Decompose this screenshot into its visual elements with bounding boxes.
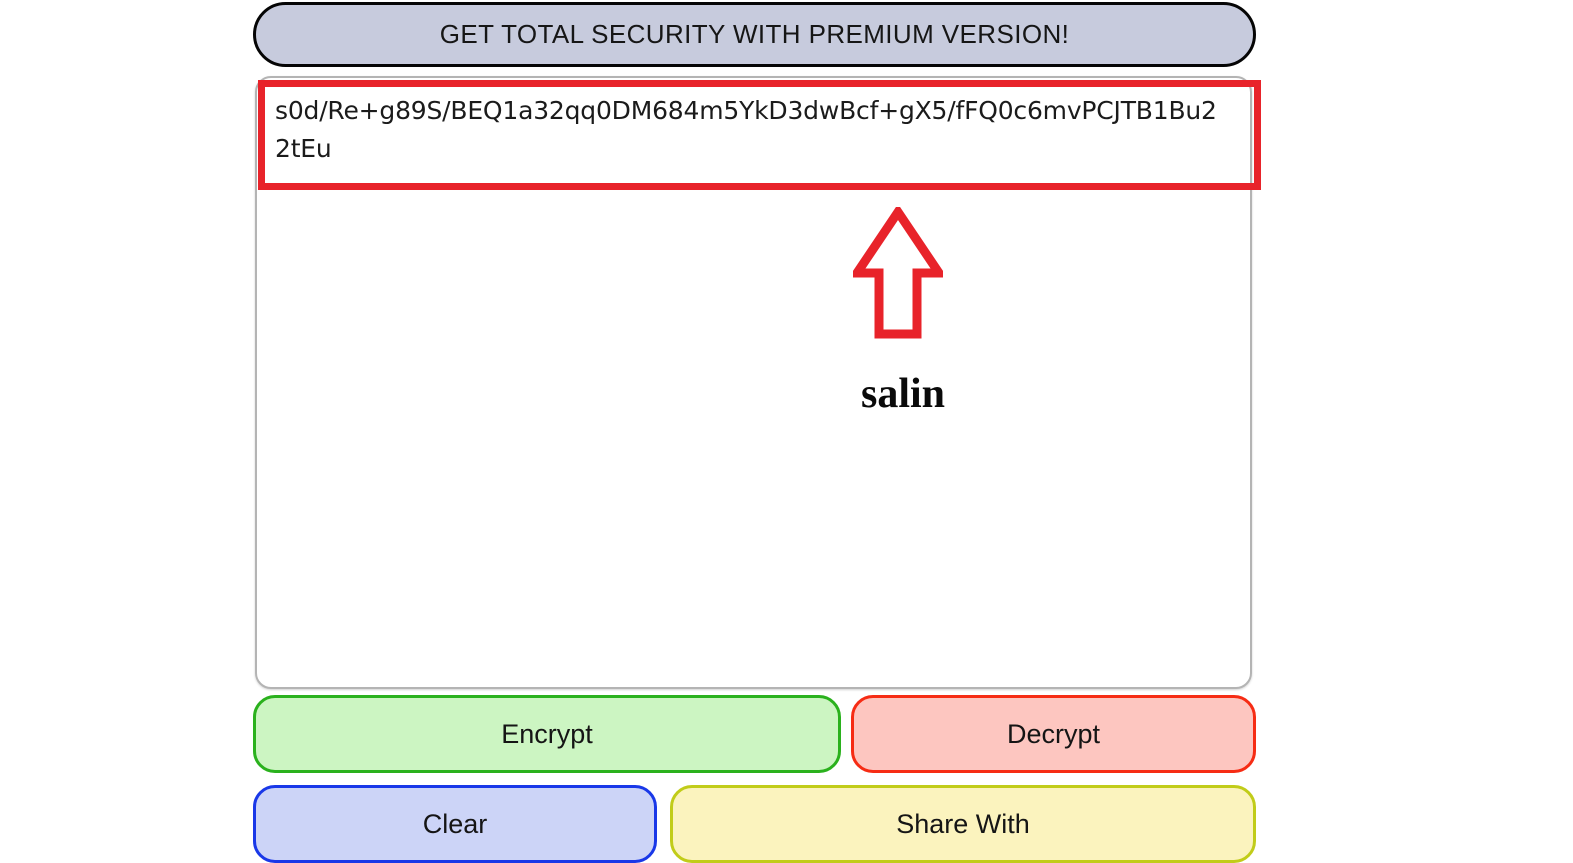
salin-annotation-label: salin bbox=[860, 371, 946, 417]
clear-button-label: Clear bbox=[422, 808, 488, 839]
share-with-button[interactable]: Share With bbox=[670, 785, 1256, 863]
premium-banner-label: GET TOTAL SECURITY WITH PREMIUM VERSION! bbox=[439, 19, 1070, 49]
app-content-column: GET TOTAL SECURITY WITH PREMIUM VERSION!… bbox=[253, 0, 1261, 863]
crypt-button-row: Encrypt Decrypt bbox=[253, 695, 1256, 773]
clear-button[interactable]: Clear bbox=[253, 785, 657, 863]
decrypt-button[interactable]: Decrypt bbox=[851, 695, 1256, 773]
share-with-button-label: Share With bbox=[896, 808, 1030, 839]
decrypt-button-label: Decrypt bbox=[1006, 718, 1101, 749]
premium-upsell-banner[interactable]: GET TOTAL SECURITY WITH PREMIUM VERSION! bbox=[253, 2, 1256, 67]
encrypt-button-label: Encrypt bbox=[501, 718, 593, 749]
utility-button-row: Clear Share With bbox=[253, 785, 1256, 863]
encrypt-button[interactable]: Encrypt bbox=[253, 695, 841, 773]
cipher-text-value: s0d/Re+g89S/BEQ1a32qq0DM684m5YkD3dwBcf+g… bbox=[275, 96, 1217, 163]
cipher-text-area[interactable]: s0d/Re+g89S/BEQ1a32qq0DM684m5YkD3dwBcf+g… bbox=[255, 76, 1252, 689]
